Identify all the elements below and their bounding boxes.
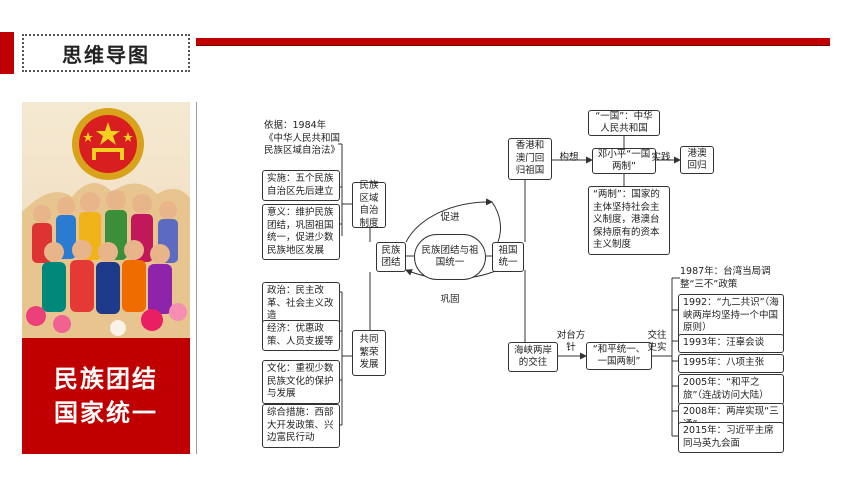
- event-2015: 2015年：习近平主席同马英九会面: [678, 422, 784, 453]
- title-panel: 民族团结 国家统一: [22, 338, 190, 454]
- cross-strait-node: 海峡两岸的交往: [508, 342, 558, 372]
- two-systems-box: “两制”：国家的主体坚持社会主义制度，港澳台保持原有的资本主义制度: [588, 186, 670, 255]
- concept-label: 构想: [559, 152, 579, 163]
- event-1993: 1993年：汪辜会谈: [678, 334, 784, 353]
- history-label: 交往史实: [647, 330, 667, 353]
- top-red-bar: [196, 38, 830, 46]
- politics-box: 政治：民主改革、社会主义改造: [262, 282, 340, 326]
- culture-box: 文化：重视少数民族文化的保护与发展: [262, 360, 340, 404]
- peaceful-reunification-node: “和平统一、一国两制”: [586, 342, 652, 370]
- poster-image: [22, 102, 190, 338]
- title-box: 思维导图: [22, 34, 190, 72]
- comprehensive-box: 综合措施：西部大开发政策、兴边富民行动: [262, 404, 340, 448]
- panel-line-2: 国家统一: [54, 399, 158, 427]
- panel-line-1: 民族团结: [54, 365, 158, 393]
- national-emblem: [72, 108, 144, 180]
- hk-macao-return-node: 香港和澳门回归祖国: [508, 138, 552, 180]
- significance-box: 意义：维护民族团结，巩固祖国统一，促进少数民族地区发展: [262, 204, 340, 260]
- basis-text: 依据：1984年《中华人民共和国民族区域自治法》: [264, 120, 341, 156]
- flowers: [26, 303, 187, 336]
- one-country-box: “一国”：中华人民共和国: [588, 110, 660, 136]
- event-1992: 1992：“九二共识”（海峡两岸均坚持一个中国原则）: [678, 294, 784, 338]
- implementation-box: 实施：五个民族自治区先后建立: [262, 170, 340, 201]
- crowd: [32, 190, 178, 314]
- policy-label: 对台方针: [556, 330, 586, 353]
- center-node: 民族团结与祖国统一: [414, 234, 486, 280]
- deng-one-country-two-systems-node: 邓小平“一国两制”: [592, 148, 656, 174]
- ethnic-unity-node: 民族团结: [376, 242, 406, 272]
- promote-label: 促进: [440, 212, 460, 223]
- practice-label: 实践: [651, 152, 671, 163]
- mind-map: 依据：1984年《中华人民共和国民族区域自治法》 实施：五个民族自治区先后建立 …: [200, 98, 850, 458]
- consolidate-label: 巩固: [440, 294, 460, 305]
- common-prosperity-node: 共同繁荣发展: [352, 330, 386, 376]
- event-1987: 1987年：台湾当局调整“三不”政策: [680, 266, 771, 290]
- poster-illustration: [22, 102, 190, 338]
- reunification-node: 祖国统一: [492, 242, 524, 272]
- page-title: 思维导图: [62, 42, 150, 67]
- economy-box: 经济：优惠政策、人员支援等: [262, 320, 340, 351]
- separator-line: [196, 102, 197, 454]
- regional-autonomy-node: 民族区域自治制度: [352, 180, 386, 229]
- event-1995: 1995年：八项主张: [678, 354, 784, 373]
- left-accent-bar: [0, 32, 14, 74]
- event-2005: 2005年：“和平之旅”（连战访问大陆）: [678, 374, 784, 405]
- hk-macao-return-box: 港澳回归: [680, 146, 714, 174]
